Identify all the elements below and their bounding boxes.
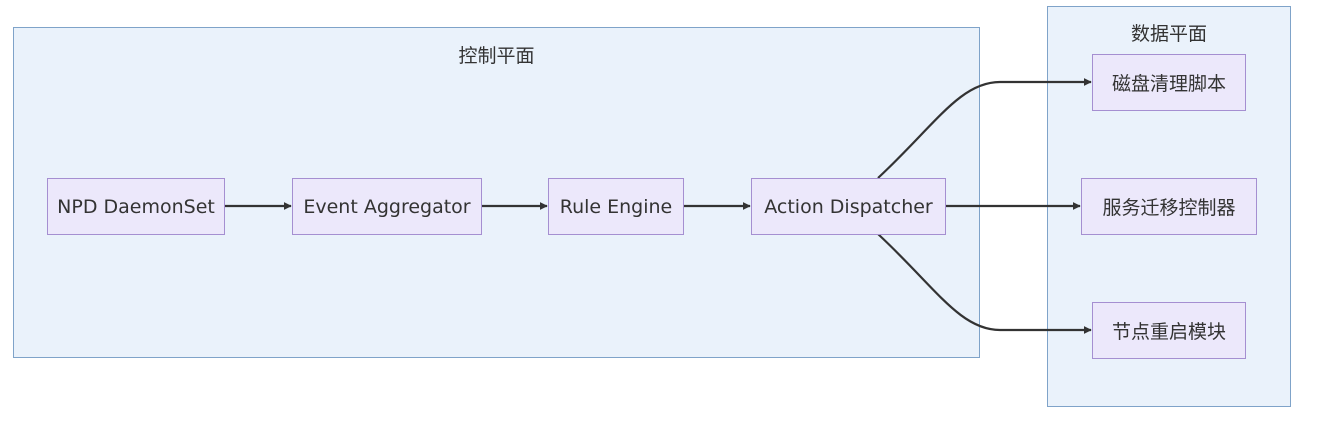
node-event-aggregator: Event Aggregator <box>292 178 482 235</box>
node-reboot-module: 节点重启模块 <box>1092 302 1246 359</box>
node-npd-daemonset: NPD DaemonSet <box>47 178 225 235</box>
edge-dispatcher-to-disk-cleanup <box>877 78 1092 179</box>
node-action-dispatcher: Action Dispatcher <box>751 178 946 235</box>
edge-dispatcher-to-reboot <box>877 233 1092 334</box>
node-disk-cleanup-script: 磁盘清理脚本 <box>1092 54 1246 111</box>
node-rule-engine: Rule Engine <box>548 178 684 235</box>
node-service-migration-controller: 服务迁移控制器 <box>1081 178 1257 235</box>
data-plane-title: 数据平面 <box>1130 23 1207 45</box>
control-plane-title: 控制平面 <box>458 45 535 67</box>
